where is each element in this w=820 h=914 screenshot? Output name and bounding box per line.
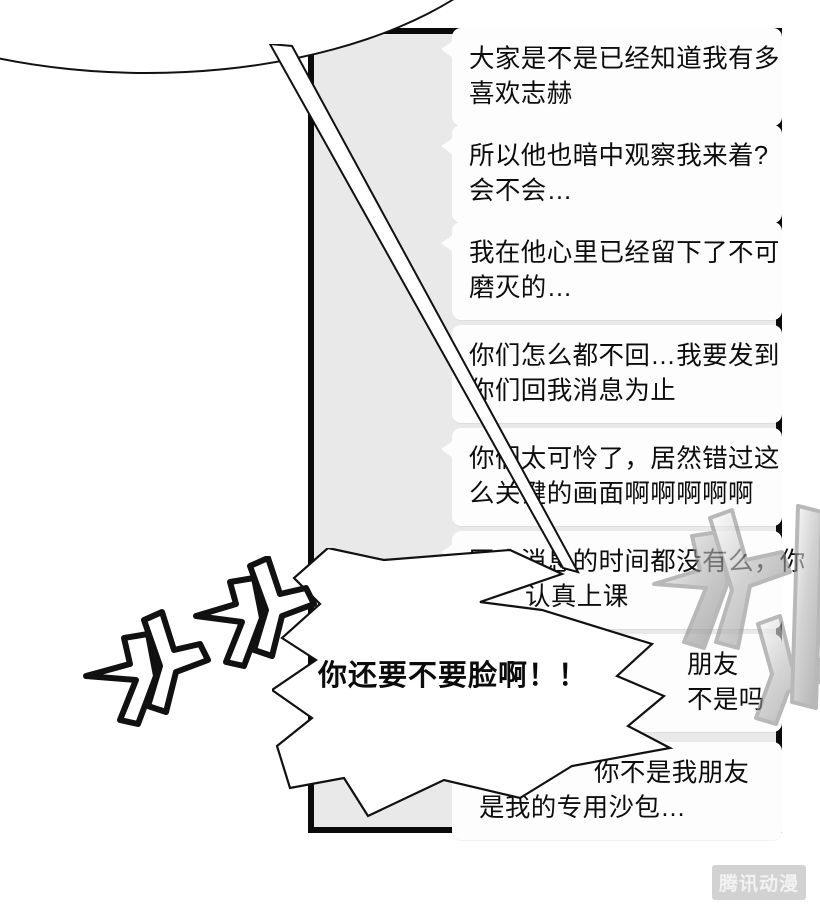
chat-line: 你们太可怜了，居然错过这 xyxy=(469,445,780,473)
chat-line: 回个消息的时间都没有么，你 xyxy=(469,548,806,576)
chat-message: 你不是我朋友 是我的专用沙包… xyxy=(441,742,782,840)
chat-message: 你们太可怜了，居然错过这 么关键的画面啊啊啊啊啊 xyxy=(441,428,782,526)
chat-message: 回个消息的时间都没有么，你 认真上课 xyxy=(441,531,806,629)
chat-line: 大家是不是已经知道我有多 xyxy=(469,45,780,73)
chat-line: 么关键的画面啊啊啊啊啊 xyxy=(469,480,754,508)
chat-message-stream: 大家是不是已经知道我有多 喜欢志赫 所以他也暗中观察我来着? 会不会… 我在他心… xyxy=(441,0,806,845)
chat-line: 认真上课 xyxy=(525,583,629,611)
chat-bubble: 你不是我朋友 是我的专用沙包… xyxy=(441,742,782,840)
chat-bubble: 所以他也暗中观察我来着? 会不会… xyxy=(441,125,782,223)
shout-balloon-text: 你还要不要脸啊！！ xyxy=(318,660,589,692)
watermark-logo: 腾讯动漫 xyxy=(711,865,806,900)
chat-bubble: 大家是不是已经知道我有多 喜欢志赫 xyxy=(441,28,782,126)
chat-line: 你们回我消息为止 xyxy=(469,377,677,405)
chat-message: 我在他心里已经留下了不可 磨灭的… xyxy=(441,222,782,320)
chat-bubble: 你们太可怜了，居然错过这 么关键的画面啊啊啊啊啊 xyxy=(441,428,782,526)
chat-bubble: 回个消息的时间都没有么，你 认真上课 xyxy=(441,531,806,629)
chat-bubble: 你们怎么都不回…我要发到 你们回我消息为止 xyxy=(441,325,782,423)
chat-line: 喜欢志赫 xyxy=(469,80,573,108)
chat-line: 所以他也暗中观察我来着? xyxy=(469,142,769,170)
chat-line: 朋友 xyxy=(687,651,739,679)
chat-message: 所以他也暗中观察我来着? 会不会… xyxy=(441,125,782,223)
chat-message: 你们怎么都不回…我要发到 你们回我消息为止 xyxy=(441,325,782,423)
chat-line: 不是吗 xyxy=(687,686,765,714)
chat-line: 会不会… xyxy=(469,177,573,205)
watermark-text: 腾讯动漫 xyxy=(718,873,799,895)
chat-line: 磨灭的… xyxy=(469,274,573,302)
chat-line: 我在他心里已经留下了不可 xyxy=(469,239,780,267)
chat-line: 是我的专用沙包… xyxy=(479,794,687,822)
chat-message: 大家是不是已经知道我有多 喜欢志赫 xyxy=(441,28,782,126)
chat-line: 你们怎么都不回…我要发到 xyxy=(469,342,780,370)
chat-line: 你不是我朋友 xyxy=(594,759,750,787)
sound-effect-ka-left-icon xyxy=(83,556,317,727)
chat-bubble: 我在他心里已经留下了不可 磨灭的… xyxy=(441,222,782,320)
